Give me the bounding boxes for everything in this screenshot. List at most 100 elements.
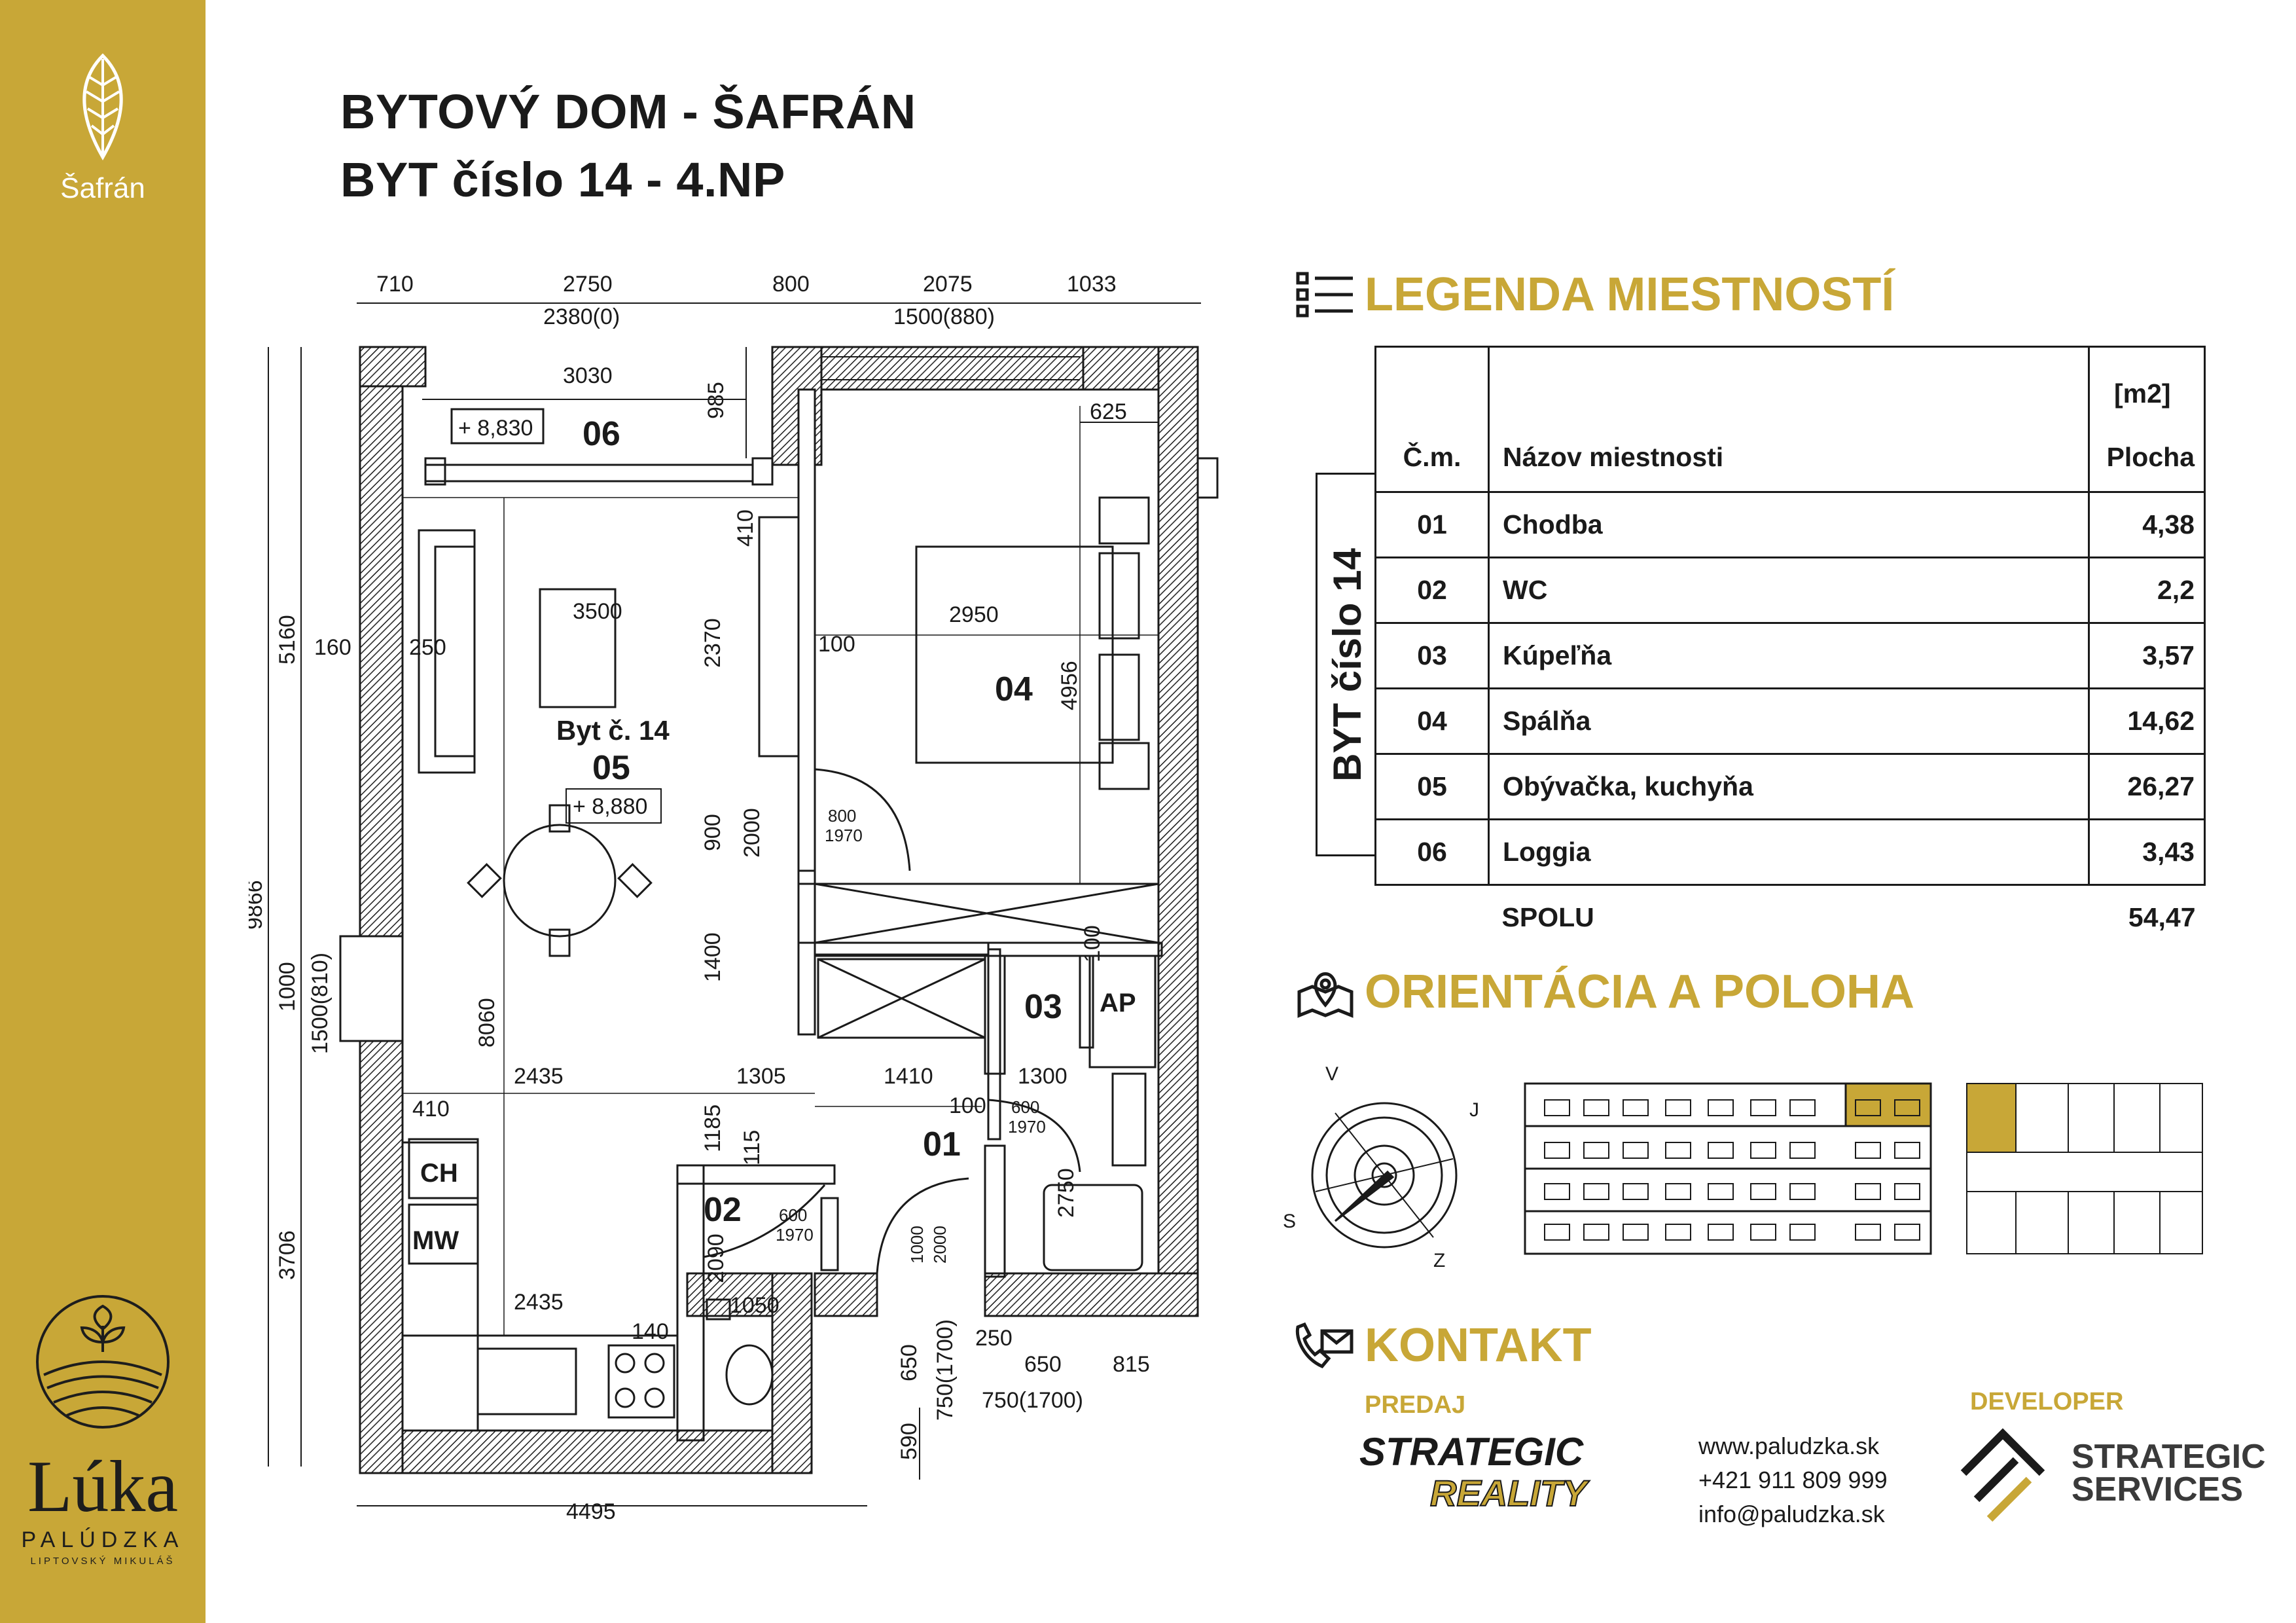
room-number: 03	[1024, 988, 1062, 1026]
total-area: 54,47	[2128, 902, 2196, 932]
dim-label: 1500(810)	[308, 953, 332, 1054]
floor-key-plan	[1966, 1083, 2203, 1254]
dim-label: 1410	[884, 1064, 933, 1089]
loggia-outline	[425, 408, 753, 483]
room-num: 01	[1374, 491, 1490, 558]
dim-label: 115	[740, 1130, 764, 1165]
strategic-reality-logo: STRATEGIC REALITY	[1359, 1430, 1590, 1512]
phone-number[interactable]: +421 911 809 999	[1698, 1467, 1888, 1493]
dim-label: 100	[949, 1093, 986, 1118]
table-row: 02 WC 2,2	[1374, 556, 2206, 624]
dim-top-outer: 800	[772, 272, 810, 297]
dimension-lines	[268, 302, 1201, 1506]
luka-subtitle: PALÚDZKA	[21, 1527, 185, 1552]
dim-label: 2090	[704, 1233, 728, 1283]
table-row: 04 Spálňa 14,62	[1374, 687, 2206, 755]
dim-top-inner: 2380(0)	[543, 304, 620, 329]
exterior-walls	[339, 346, 1219, 1474]
sofa	[418, 529, 476, 774]
dim-label: 590	[897, 1423, 922, 1460]
dim-label: 750(1700)	[933, 1319, 958, 1421]
room-area: 3,43	[2087, 818, 2206, 886]
orientation-heading: ORIENTÁCIA A POLOHA	[1293, 962, 1914, 1021]
compass-s: S	[1283, 1211, 1296, 1232]
appliance-label: CH	[420, 1159, 458, 1188]
room-number: 05	[592, 749, 630, 787]
dim-label: 2435	[514, 1064, 564, 1089]
dim-label: 4956	[1057, 661, 1082, 710]
phone-mail-icon	[1295, 1322, 1354, 1369]
door-swing-wc	[703, 1184, 826, 1258]
website-link[interactable]: www.paludzka.sk	[1698, 1432, 1880, 1459]
dim-label: 3706	[275, 1230, 300, 1280]
door-size: 600	[1011, 1097, 1039, 1117]
room-area: 3,57	[2087, 622, 2206, 689]
kitchen-counter	[401, 1138, 679, 1432]
boiler-ap	[1088, 955, 1157, 1068]
compass-j: J	[1469, 1099, 1479, 1121]
dim-label: 650	[1024, 1352, 1062, 1377]
sidebar: Šafrán Lúka PALÚDZKA LIPTOVSKÝ MIKULÁŠ	[0, 0, 206, 1623]
luka-logo: Lúka PALÚDZKA LIPTOVSKÝ MIKULÁŠ	[0, 1290, 206, 1567]
door-size: 1970	[1008, 1117, 1046, 1137]
dim-label: 750(1700)	[982, 1388, 1083, 1413]
room-name: Kúpeľňa	[1488, 622, 2090, 689]
safran-logo: Šafrán	[0, 52, 206, 205]
dim-label: 815	[1113, 1352, 1150, 1377]
table-row: 06 Loggia 3,43	[1374, 818, 2206, 886]
level-mark: + 8,880	[573, 794, 647, 819]
dim-label: 1000	[275, 962, 300, 1012]
sink-small	[706, 1298, 731, 1321]
dim-label: 8060	[475, 998, 499, 1048]
door-swing-bath	[988, 1099, 1081, 1173]
shower-tray	[1043, 1184, 1143, 1271]
list-icon	[1296, 272, 1353, 318]
washbasin	[1111, 1072, 1147, 1167]
dim-label: 2000	[740, 808, 764, 858]
bed	[915, 496, 1150, 790]
appliance-label: MW	[412, 1226, 459, 1255]
col-area-header: [m2] Plocha	[2087, 346, 2206, 493]
email-link[interactable]: info@paludzka.sk	[1698, 1501, 1885, 1527]
room-num: 05	[1374, 753, 1490, 820]
room-num: 06	[1374, 818, 1490, 886]
room-name: Spálňa	[1488, 687, 2090, 755]
contact-title: KONTAKT	[1365, 1319, 1592, 1372]
room-area: 26,27	[2087, 753, 2206, 820]
table-row: 03 Kúpeľňa 3,57	[1374, 622, 2206, 689]
door-leaf	[758, 516, 800, 757]
compass-z: Z	[1433, 1250, 1445, 1271]
sr-line2: REALITY	[1430, 1472, 1590, 1512]
room-legend-table: Č.m. Názov miestnosti [m2] Plocha 01 Cho…	[1374, 346, 2206, 949]
compass	[1311, 1102, 1458, 1249]
field-emblem-icon	[36, 1295, 170, 1429]
door-swing-bedroom	[814, 768, 911, 871]
leaf-icon	[82, 53, 123, 161]
room-number: 06	[583, 415, 620, 453]
dim-top-outer: 2075	[923, 272, 973, 297]
door-size: 1970	[776, 1225, 814, 1245]
table-row: 01 Chodba 4,38	[1374, 491, 2206, 558]
sr-line1: STRATEGIC	[1359, 1430, 1585, 1474]
dim-label: 1050	[730, 1293, 780, 1318]
door-size: 1970	[825, 826, 863, 845]
orientation-title: ORIENTÁCIA A POLOHA	[1365, 966, 1914, 1018]
dim-label: 410	[412, 1097, 450, 1122]
col-name-header: Názov miestnosti	[1488, 346, 2090, 493]
room-number: 01	[923, 1125, 961, 1163]
level-mark: + 8,830	[458, 416, 533, 441]
door-size: 2000	[930, 1226, 950, 1264]
dim-label: 3030	[563, 363, 613, 388]
legend-side-label: BYT číslo 14	[1316, 473, 1376, 856]
luka-location: LIPTOVSKÝ MIKULÁŠ	[30, 1556, 175, 1567]
dim-label: 2370	[700, 618, 725, 668]
dim-label: 250	[975, 1326, 1013, 1351]
contact-info: www.paludzka.sk +421 911 809 999 info@pa…	[1698, 1429, 1888, 1531]
dim-top-outer: 1033	[1067, 272, 1117, 297]
developer-label: DEVELOPER	[1970, 1388, 2124, 1415]
orientation-graphics: V J S Z	[1283, 1063, 2203, 1271]
apartment-label: Byt č. 14	[556, 715, 670, 746]
legend-heading: LEGENDA MIESTNOSTÍ	[1293, 265, 1894, 324]
room-number: 04	[995, 670, 1033, 708]
door-swing-entry	[876, 1177, 969, 1274]
